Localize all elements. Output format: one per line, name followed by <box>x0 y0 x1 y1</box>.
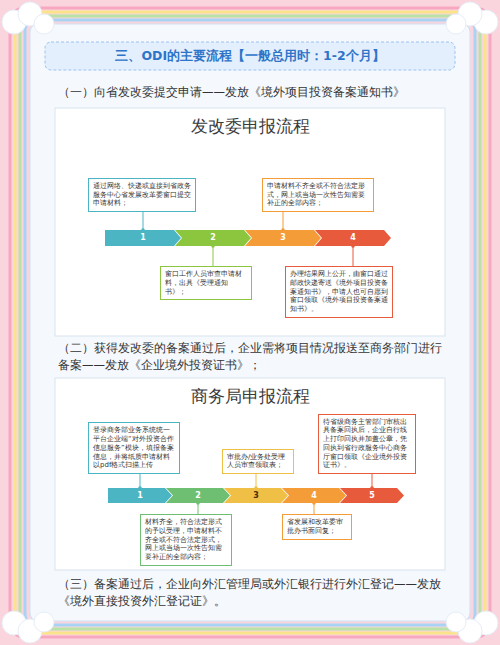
step-number: 1 <box>105 230 181 246</box>
step-text: 登录商务部业务系统统一平台企业端“对外投资合作信息服务”模块，填报备案信息，并将… <box>93 426 175 470</box>
chevron-fill <box>105 230 181 246</box>
step-chevron: 4 <box>282 488 346 503</box>
frame-stripe <box>15 12 485 633</box>
step-number: 4 <box>282 488 346 503</box>
diagram-heading: 商务局申报流程 <box>55 384 445 410</box>
section-text: （一）向省发改委提交申请——发放《境外项目投资备案通知书》 <box>58 84 442 101</box>
chevron-fill <box>282 488 346 503</box>
step-number: 5 <box>340 488 404 503</box>
chevron-fill <box>175 230 251 246</box>
step-text: 办理结果网上公开，由窗口通过邮政快递寄送《境外项目投资备案通知书》，申请人也可自… <box>290 270 388 314</box>
leader-connector <box>372 474 373 488</box>
process-box: 通过网络、快递或直接到省政务服务中心省发展改革委窗口提交申请材料； <box>88 178 196 212</box>
leader-connector <box>283 212 284 230</box>
cloud <box>2 611 54 643</box>
step-number: 2 <box>166 488 230 503</box>
process-box: 审批办/业务处受理人员审查领取表； <box>222 449 294 475</box>
leader-connector <box>213 246 214 266</box>
step-text: 省发展和改革委审批办书面回复； <box>287 518 347 536</box>
step-number: 4 <box>315 230 391 246</box>
diagram-panel <box>55 108 445 336</box>
step-text: 审批办/业务处受理人员审查领取表； <box>227 453 289 471</box>
step-text: 窗口工作人员审查申请材料，出具《受理通知书》； <box>165 270 247 296</box>
leader-connector <box>143 212 144 230</box>
chevron-fill <box>340 488 404 503</box>
step-number: 3 <box>224 488 288 503</box>
step-chevron: 3 <box>245 230 321 246</box>
chevron-fill <box>108 488 172 503</box>
section-text: （三）备案通过后，企业向外汇管理局或外汇银行进行外汇登记——发放《境外直接投资外… <box>58 576 442 611</box>
process-box: 办理结果网上公开，由窗口通过邮政快递寄送《境外项目投资备案通知书》，申请人也可自… <box>285 266 393 318</box>
frame-stripe <box>20 16 480 629</box>
step-number: 3 <box>245 230 321 246</box>
diagram-heading: 发改委申报流程 <box>55 114 445 140</box>
step-chevron: 3 <box>224 488 288 503</box>
step-chevron: 4 <box>315 230 391 246</box>
page-title: 三、ODI的主要流程【一般总用时：1-2个月】 <box>50 46 450 66</box>
step-number: 1 <box>108 488 172 503</box>
leader-connector <box>140 474 141 488</box>
process-box: 材料齐全，符合法定形式的予以受理，申请材料不齐全或不符合法定形式，网上或当场一次… <box>140 514 232 566</box>
process-box: 申请材料不齐全或不符合法定形式，网上或当场一次性告知需要补正的全部内容； <box>262 178 374 212</box>
step-chevron: 5 <box>340 488 404 503</box>
content-card <box>30 24 470 621</box>
frame-stripe <box>25 20 475 625</box>
step-text: 申请材料不齐全或不符合法定形式，网上或当场一次性告知需要补正的全部内容； <box>267 182 369 208</box>
chevron-fill <box>224 488 288 503</box>
frame-stripe <box>10 8 490 637</box>
step-chevron: 1 <box>105 230 181 246</box>
process-box: 登录商务部业务系统统一平台企业端“对外投资合作信息服务”模块，填报备案信息，并将… <box>88 422 180 474</box>
cloud <box>446 2 498 34</box>
section-text: （二）获得发改委的备案通过后，企业需将项目情况报送至商务部门进行备案——发放《企… <box>58 340 442 375</box>
step-chevron: 2 <box>166 488 230 503</box>
process-box: 待省级商务主管部门审核出具备案回执后，企业自行线上打印回执并加盖公章，凭回执到省… <box>318 414 416 475</box>
chevron-fill <box>315 230 391 246</box>
diagram-panel <box>55 378 445 570</box>
step-text: 材料齐全，符合法定形式的予以受理，申请材料不齐全或不符合法定形式，网上或当场一次… <box>145 518 227 562</box>
process-box: 窗口工作人员审查申请材料，出具《受理通知书》； <box>160 266 252 300</box>
process-box: 省发展和改革委审批办书面回复； <box>282 514 352 540</box>
cloud <box>2 2 54 34</box>
cloud <box>446 611 498 643</box>
chevron-fill <box>245 230 321 246</box>
step-number: 2 <box>175 230 251 246</box>
step-chevron: 1 <box>108 488 172 503</box>
chevron-fill <box>166 488 230 503</box>
step-text: 待省级商务主管部门审核出具备案回执后，企业自行线上打印回执并加盖公章，凭回执到省… <box>323 418 411 471</box>
step-chevron: 2 <box>175 230 251 246</box>
leader-connector <box>256 474 257 488</box>
title-band <box>45 42 455 70</box>
step-text: 通过网络、快递或直接到省政务服务中心省发展改革委窗口提交申请材料； <box>93 182 191 208</box>
leader-connector <box>353 246 354 266</box>
